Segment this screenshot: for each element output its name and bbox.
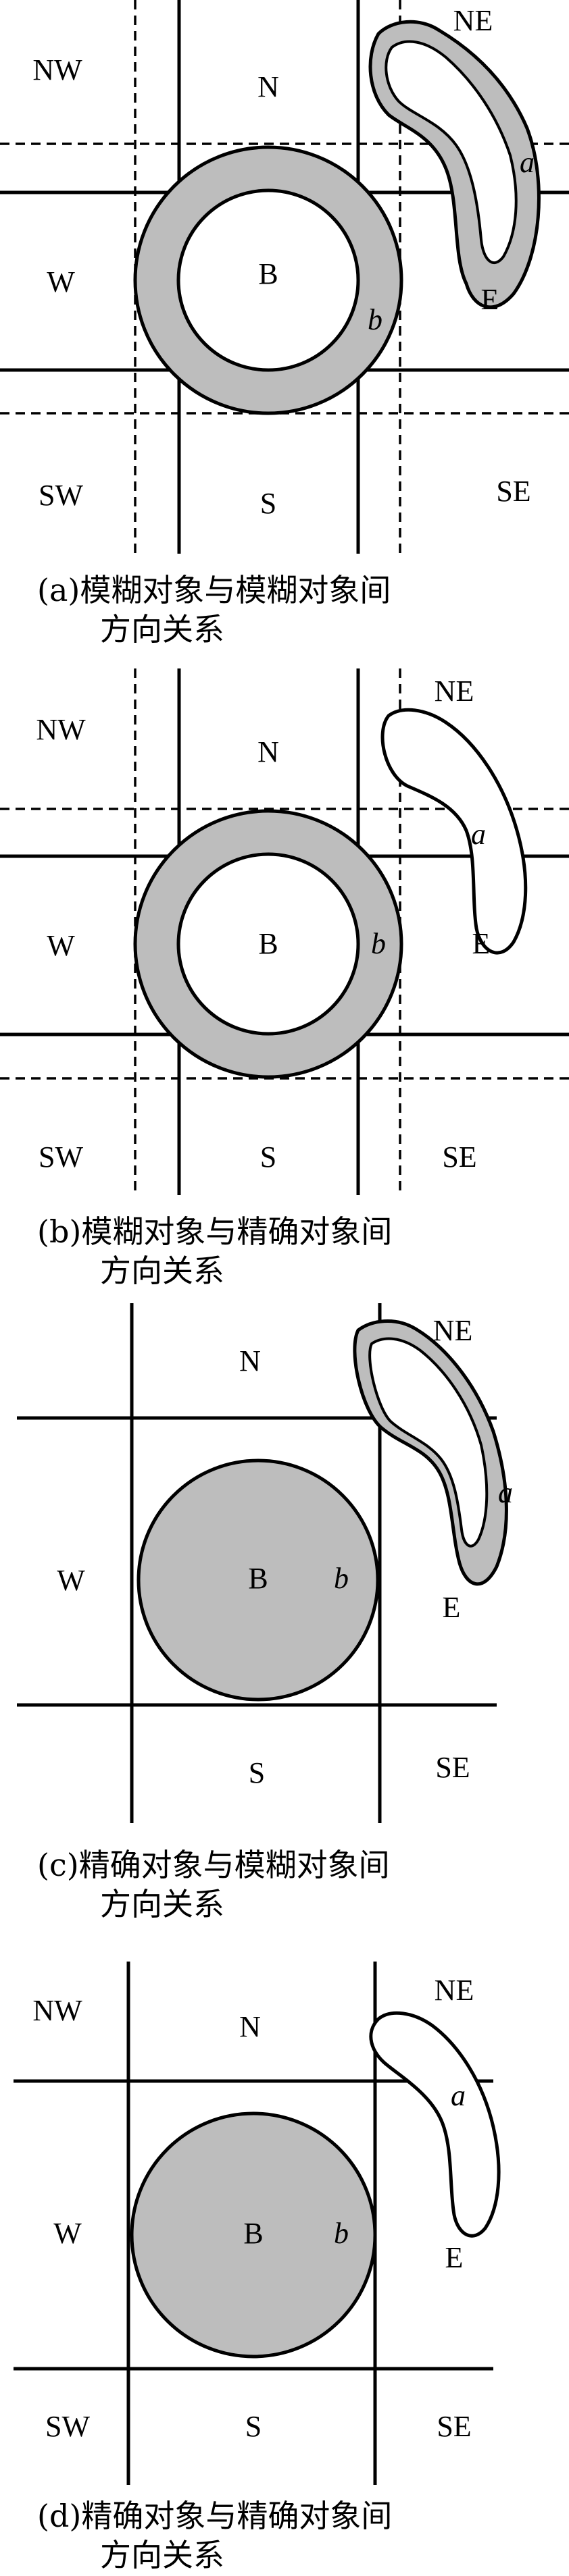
panel-b-label-nw: NW: [36, 713, 86, 746]
panel-d-object-b-disk: [130, 2111, 377, 2359]
panel-b-label-w: W: [47, 929, 75, 962]
panel-c-caption-line1: (c)精确对象与模糊对象间: [37, 1847, 390, 1883]
panel-a-label-ne: NE: [453, 4, 493, 37]
panel-c-label-w: W: [57, 1564, 85, 1597]
panel-a-label-a: a: [520, 146, 535, 179]
panel-d-label-b: b: [334, 2217, 349, 2250]
panel-d-object-a-boundary: [369, 2011, 501, 2238]
panel-a-label-s: S: [260, 487, 276, 520]
panel-c-label-e: E: [443, 1591, 461, 1624]
panel-d-label-nw: NW: [32, 1994, 82, 2027]
panel-c-object-b-disk: [137, 1458, 380, 1702]
panel-a-label-b-center: B: [258, 257, 278, 290]
panel-c-object-a-core: [368, 1337, 489, 1548]
panel-b-label-b: b: [371, 927, 386, 960]
panel-a-label-nw: NW: [32, 53, 82, 86]
panel-c-label-a: a: [498, 1476, 513, 1509]
panel-a-label-n: N: [257, 70, 279, 103]
panel-b-object-a-boundary: [380, 708, 528, 955]
panel-c-label-se: SE: [435, 1751, 470, 1784]
panel-a-label-b: b: [368, 303, 382, 336]
panel-a-label-e: E: [481, 283, 499, 316]
panel-d-caption-line2: 方向关系: [100, 2537, 224, 2573]
panel-c-caption-line2: 方向关系: [100, 1886, 224, 1922]
panel-a-caption-line1: (a)模糊对象与模糊对象间: [37, 572, 391, 608]
panel-c-label-s: S: [249, 1756, 265, 1789]
panel-b-caption-line2: 方向关系: [100, 1253, 224, 1289]
panel-c-label-n: N: [239, 1344, 261, 1377]
panel-b-label-se: SE: [442, 1140, 476, 1174]
panel-b-label-a: a: [471, 818, 486, 851]
panel-d-label-sw: SW: [45, 2410, 90, 2443]
panel-d: NW N NE a W B b E SW S SE (d)精确对象与精确对象间 …: [14, 1962, 501, 2573]
panel-b-label-e: E: [472, 927, 491, 960]
panel-a-object-b-core: [176, 188, 360, 372]
panel-d-label-b-center: B: [243, 2217, 263, 2250]
panel-b-label-n: N: [257, 735, 279, 768]
panel-d-label-s: S: [245, 2410, 262, 2443]
panel-b-label-ne: NE: [435, 675, 474, 708]
panel-d-label-se: SE: [437, 2410, 471, 2443]
panel-c-label-b: b: [334, 1562, 349, 1595]
panel-d-label-a: a: [451, 2079, 466, 2112]
panel-b-label-s: S: [260, 1140, 276, 1174]
panel-a-object-a-core: [385, 40, 518, 265]
panel-b-label-sw: SW: [39, 1140, 83, 1174]
panel-a-label-se: SE: [496, 475, 530, 508]
panel-c: N NE a W B b E S SE (c)精确对象与模糊对象间 方向关系: [17, 1303, 513, 1922]
panel-d-label-n: N: [239, 2010, 261, 2043]
panel-c-label-b-center: B: [248, 1562, 268, 1595]
panel-a-label-sw: SW: [39, 479, 83, 512]
panel-d-label-e: E: [445, 2241, 464, 2274]
panel-b-object-b-core: [176, 852, 360, 1036]
panel-d-caption-line1: (d)精确对象与精确对象间: [37, 2498, 392, 2534]
panel-b: NW N NE a W B b E SW S SE (b)模糊对象与精确对象间 …: [0, 668, 569, 1289]
panel-d-label-ne: NE: [435, 1974, 474, 2007]
panel-a-label-w: W: [47, 265, 75, 298]
panel-c-label-ne: NE: [433, 1314, 473, 1347]
panel-b-label-b-center: B: [258, 927, 278, 960]
panel-d-label-w: W: [53, 2217, 82, 2250]
panel-a-caption-line2: 方向关系: [100, 611, 224, 648]
panel-a: NW N NE a W B b E SW S SE (a)模糊对象与模糊对象间 …: [0, 0, 569, 648]
panel-b-caption-line1: (b)模糊对象与精确对象间: [37, 1213, 392, 1250]
